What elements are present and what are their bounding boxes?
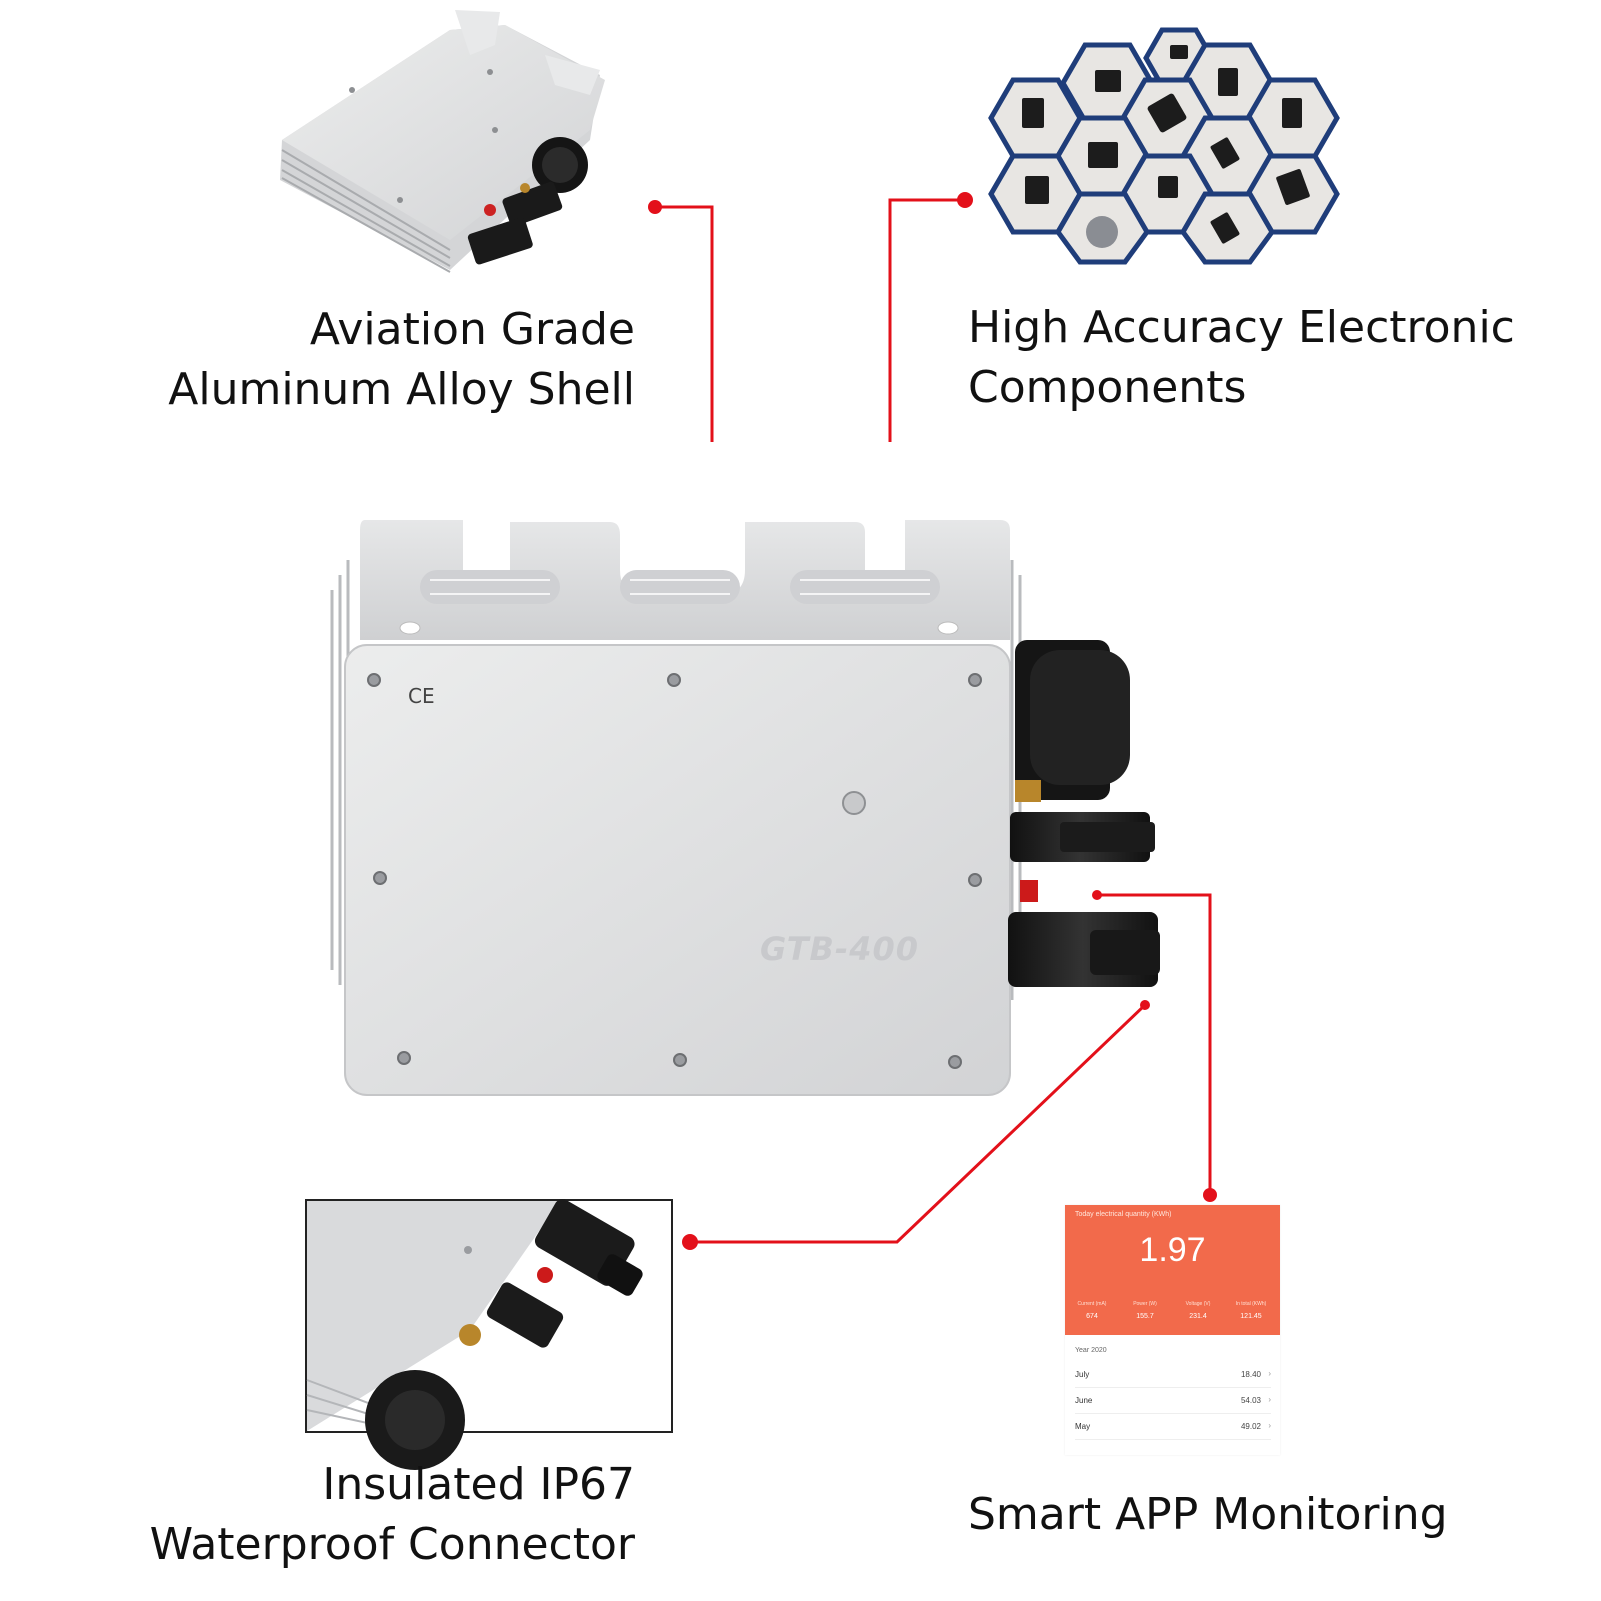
- connector-feature-line2: Waterproof Connector: [149, 1519, 635, 1570]
- components-feature-line2: Components: [968, 362, 1247, 413]
- callout-dots: [648, 192, 1217, 1250]
- components-feature-line1: High Accuracy Electronic: [968, 302, 1515, 353]
- app-month-row: May 49.02 ›: [1075, 1413, 1271, 1440]
- app-stat-label: In total (KWh): [1235, 1301, 1267, 1307]
- app-feature-line1: Smart APP Monitoring: [968, 1489, 1448, 1540]
- app-stat-value: 674: [1086, 1313, 1098, 1320]
- app-screenshot: Today electrical quantity (KWh) 1.97 Cur…: [1065, 1205, 1280, 1455]
- component-chips: [1022, 45, 1310, 248]
- app-stat: In total (KWh) 121.45: [1226, 1301, 1276, 1320]
- app-month-value: 18.40: [1240, 1370, 1261, 1379]
- app-feature-label: Smart APP Monitoring: [968, 1485, 1448, 1545]
- shell-feature-line2: Aluminum Alloy Shell: [168, 364, 635, 415]
- app-month-name: June: [1075, 1396, 1093, 1405]
- chevron-right-icon: ›: [1268, 1421, 1271, 1430]
- model-label: GTB-400: [760, 930, 919, 968]
- app-stat-label: Voltage (V): [1185, 1301, 1211, 1307]
- app-stat-value: 155.7: [1136, 1313, 1154, 1320]
- app-month-value: 49.02: [1240, 1422, 1261, 1431]
- small-inverter-image: [280, 10, 605, 273]
- app-month-name: July: [1075, 1370, 1090, 1379]
- shell-feature-line1: Aviation Grade: [309, 304, 635, 355]
- app-stat-value: 121.45: [1240, 1313, 1262, 1320]
- app-stat: Power (W) 155.7: [1120, 1301, 1170, 1320]
- app-header-title: Today electrical quantity (KWh): [1075, 1211, 1172, 1218]
- connector-inset-image: [305, 1199, 673, 1470]
- chevron-right-icon: ›: [1268, 1395, 1271, 1404]
- app-stat: Voltage (V) 231.4: [1173, 1301, 1223, 1320]
- main-inverter-image: [330, 520, 1160, 1096]
- shell-feature-label: Aviation Grade Aluminum Alloy Shell: [168, 300, 635, 420]
- callout-lines: [655, 198, 1212, 1244]
- app-stat: Current (mA) 674: [1067, 1301, 1117, 1320]
- app-month-row: July 18.40 ›: [1075, 1361, 1271, 1388]
- app-month-value: 54.03: [1240, 1396, 1261, 1405]
- chevron-right-icon: ›: [1268, 1369, 1271, 1378]
- app-stat-label: Power (W): [1133, 1301, 1157, 1307]
- app-stat-value: 231.4: [1189, 1313, 1207, 1320]
- components-feature-label: High Accuracy Electronic Components: [968, 298, 1515, 418]
- app-month-name: May: [1075, 1422, 1091, 1431]
- app-month-row: June 54.03 ›: [1075, 1387, 1271, 1414]
- app-stat-label: Current (mA): [1077, 1301, 1107, 1307]
- app-year-label: Year 2020: [1075, 1347, 1107, 1354]
- ce-mark: CE: [408, 684, 435, 708]
- app-header: [1065, 1205, 1280, 1335]
- electronic-components-image: [988, 27, 1340, 265]
- connector-feature-line1: Insulated IP67: [322, 1459, 635, 1510]
- connector-feature-label: Insulated IP67 Waterproof Connector: [150, 1455, 635, 1575]
- app-today-value: 1.97: [1139, 1231, 1206, 1269]
